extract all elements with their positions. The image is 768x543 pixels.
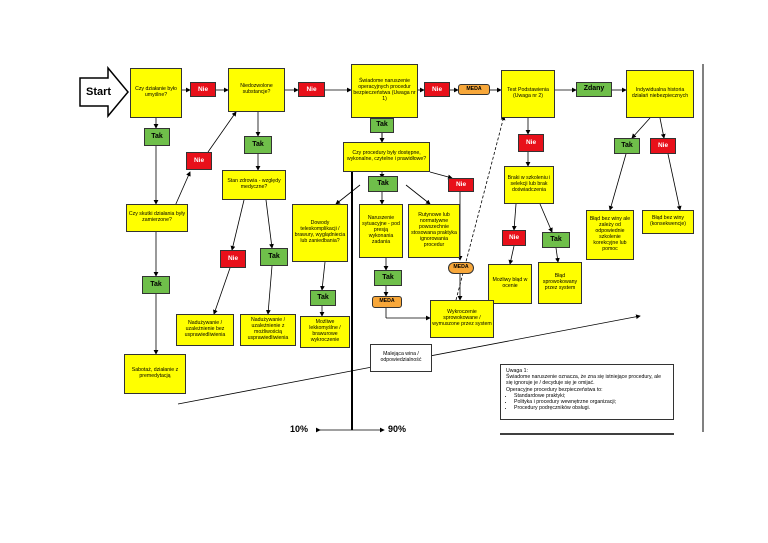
label-tak-6: Tak: [542, 232, 570, 248]
node-blad-sprowokowany: Błąd sprowokowany przez system: [538, 262, 582, 304]
label-meda-3: MEDA: [372, 296, 402, 308]
node-sabotaz: Sabotaż, działanie z premedytacją: [124, 354, 186, 394]
note-box: Uwaga 1: Świadome naruszenie oznacza, że…: [500, 364, 674, 420]
scale-right-label: 90%: [388, 424, 407, 434]
node-naduzywanie-bez: Nadużywanie / uzależnienie bez usprawied…: [176, 314, 234, 346]
label-meda-2: MEDA: [448, 262, 474, 274]
node-swiadome: Świadome naruszenie operacyjnych procedu…: [351, 64, 418, 118]
start-arrow-shape: [79, 65, 129, 119]
node-czy-dzialanie: Czy działanie było umyślne?: [130, 68, 182, 118]
node-dowody: Dowody teleskomplikacji / brawury, wyglą…: [292, 204, 348, 262]
note-line1: Świadome naruszenie oznacza, że zna się …: [506, 374, 662, 387]
label-nie-8: Nie: [502, 230, 526, 246]
label-meda-1: MEDA: [458, 84, 490, 95]
label-tak-10: Tak: [310, 290, 336, 306]
node-niedozwolone: Niedozwolone substancje?: [228, 68, 285, 112]
node-stan-zdrowia: Stan zdrowia - względy medyczne?: [222, 170, 286, 200]
note-line2: Operacyjne procedury bezpieczeństwa to:: [506, 386, 603, 393]
node-indywidualna: Indywidualna historia działań niebezpiec…: [626, 70, 694, 118]
node-malejaca: Malejąca wina / odpowiedzialność: [370, 344, 432, 372]
label-tak-7: Tak: [260, 248, 288, 266]
label-nie-2: Nie: [298, 82, 325, 97]
note-item: Standardowe praktyki;: [514, 393, 668, 399]
node-naduzywanie-z: Nadużywanie / uzależnienie z możliwością…: [240, 314, 296, 346]
node-wykroczenie: Wykroczenie sprowokowane / wymuszone prz…: [430, 300, 494, 338]
node-rutynowe: Rutynowe lub normatywne powszechnie stos…: [408, 204, 460, 258]
node-czy-procedury: Czy procedury były dostępne, wykonalne, …: [343, 142, 430, 172]
scale-left-label: 10%: [290, 424, 309, 434]
node-mozliwe-lekkomyslne: Możliwe lekkomyślne / brawurowe wykrocze…: [300, 316, 350, 348]
note-item: Procedury podręczników obsługi.: [514, 405, 668, 411]
note-title: Uwaga 1:: [506, 368, 528, 374]
label-nie-4: Nie: [186, 152, 212, 170]
label-tak-1: Tak: [144, 128, 170, 146]
label-nie-5: Nie: [518, 134, 544, 152]
label-tak-5: Tak: [368, 176, 398, 192]
note-item: Polityka i procedury wewnętrzne organiza…: [514, 399, 668, 405]
label-nie-7: Nie: [448, 178, 474, 192]
label-nie-6: Nie: [650, 138, 676, 154]
label-tak-4: Tak: [614, 138, 640, 154]
node-test: Test Podstawienia (Uwaga nr 2): [501, 70, 555, 118]
node-mozliwy-blad: Możliwy błąd w ocenie: [488, 264, 532, 304]
label-nie-1: Nie: [190, 82, 216, 97]
node-naruszenie-sytuacyjne: Naruszenie sytuacyjne - pod presją wykon…: [359, 204, 403, 258]
label-tak-8: Tak: [374, 270, 402, 286]
node-blad-bez-winy-korekcyjne: Błąd bez winy ale zależy od odpowiednie …: [586, 210, 634, 260]
node-czy-skutki: Czy skutki działania były zamierzone?: [126, 204, 188, 232]
label-tak-9: Tak: [142, 276, 170, 294]
node-braki: Braki w szkoleniu i selekcji lub brak do…: [504, 166, 554, 204]
label-tak-2: Tak: [244, 136, 272, 154]
label-zdany: Zdany: [576, 82, 612, 97]
start-label: Start: [86, 86, 112, 98]
node-blad-bez-winy-konsekwencje: Błąd bez winy (konsekwencje): [642, 210, 694, 234]
label-nie-3: Nie: [424, 82, 450, 97]
label-tak-3: Tak: [370, 118, 394, 133]
label-nie-9: Nie: [220, 250, 246, 268]
